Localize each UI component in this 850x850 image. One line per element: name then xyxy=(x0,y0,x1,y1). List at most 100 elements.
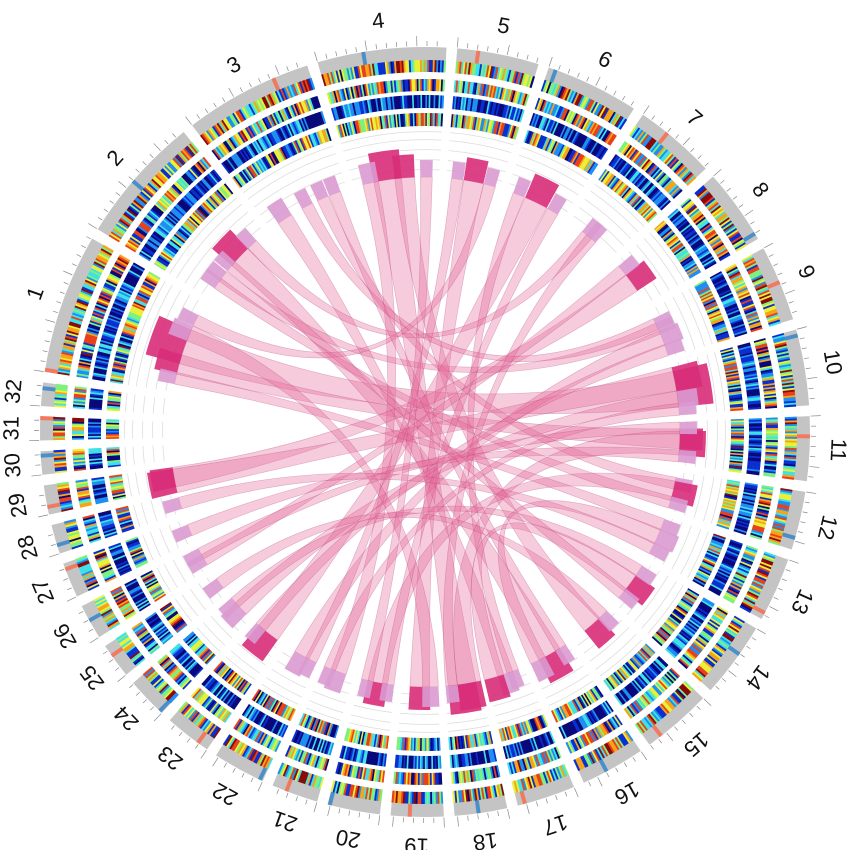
heatmap-cell xyxy=(655,195,667,206)
heatmap-cell xyxy=(88,323,101,329)
heatmap-cell xyxy=(463,81,468,94)
heatmap-cell xyxy=(373,63,378,76)
heatmap-cell xyxy=(734,284,747,291)
heatmap-cell xyxy=(272,130,280,144)
heatmap-cell xyxy=(266,736,274,749)
heatmap-cell xyxy=(112,491,126,496)
heatmap-cell xyxy=(630,702,640,714)
heatmap-cell xyxy=(212,683,223,695)
heatmap-cell xyxy=(165,191,176,202)
heatmap-cell xyxy=(205,198,217,210)
heatmap-cell xyxy=(728,585,741,593)
heatmap-cell xyxy=(281,725,289,738)
heatmap-cell xyxy=(594,685,604,698)
heatmap-cell xyxy=(559,86,566,99)
heatmap-cell xyxy=(107,459,121,463)
heatmap-cell xyxy=(671,187,682,198)
heatmap-cell xyxy=(479,732,484,746)
heatmap-cell xyxy=(714,575,728,583)
heatmap-cell xyxy=(158,199,169,209)
heatmap-cell xyxy=(288,85,295,98)
heatmap-cell xyxy=(733,576,745,584)
heatmap-cell xyxy=(540,136,548,150)
heatmap-cell xyxy=(541,733,548,747)
heatmap-cell xyxy=(577,155,587,168)
heatmap-cell xyxy=(348,67,353,80)
ideogram-band xyxy=(699,620,757,691)
heatmap-cell xyxy=(472,82,476,95)
heatmap-cell xyxy=(499,68,505,81)
heatmap-cell xyxy=(128,205,140,215)
heatmap-cell xyxy=(765,436,778,439)
heatmap-track-4 xyxy=(598,169,658,223)
tick-mark xyxy=(335,51,338,57)
heatmap-cell xyxy=(88,433,102,436)
heatmap-cell xyxy=(167,665,178,675)
heatmap-cell xyxy=(716,641,728,651)
heatmap-cell xyxy=(278,723,286,737)
heatmap-cell xyxy=(110,480,124,485)
heatmap-cell xyxy=(223,160,234,173)
heatmap-cell xyxy=(710,616,723,625)
heatmap-cell xyxy=(370,99,375,113)
heatmap-cell xyxy=(316,131,324,145)
heatmap-cell xyxy=(765,419,778,422)
heatmap-cell xyxy=(661,702,671,713)
heatmap-cell xyxy=(132,654,144,664)
heatmap-cell xyxy=(616,669,627,681)
tick-mark xyxy=(223,762,227,768)
heatmap-cell xyxy=(614,737,623,749)
heatmap-cell xyxy=(707,549,720,556)
heatmap-cell xyxy=(715,332,729,339)
heatmap-cell xyxy=(626,168,637,180)
heatmap-cell xyxy=(716,523,730,530)
heatmap-cell xyxy=(177,178,188,189)
heatmap-cell xyxy=(134,625,146,635)
heatmap-cell xyxy=(704,302,718,310)
heatmap-cell xyxy=(510,761,516,774)
heatmap-cell xyxy=(590,101,599,114)
heatmap-cell xyxy=(627,660,638,672)
heatmap-cell xyxy=(723,498,737,504)
heatmap-cell xyxy=(262,695,271,708)
heatmap-cell xyxy=(760,561,773,568)
heatmap-cell xyxy=(152,205,164,216)
heatmap-cell xyxy=(630,171,641,183)
ideogram-marker xyxy=(656,131,670,146)
heatmap-cell xyxy=(728,394,742,398)
heatmap-cell xyxy=(118,636,130,645)
heatmap-cell xyxy=(351,121,357,135)
heatmap-cell xyxy=(396,736,400,750)
heatmap-cell xyxy=(763,472,776,476)
heatmap-cell xyxy=(130,548,143,556)
heatmap-cell xyxy=(385,735,390,749)
heatmap-cell xyxy=(150,619,163,629)
heatmap-cell xyxy=(584,138,593,151)
heatmap-cell xyxy=(494,121,500,135)
heatmap-cell xyxy=(95,554,108,561)
heatmap-track-3 xyxy=(452,96,525,123)
heatmap-cell xyxy=(216,189,227,201)
heatmap-cell xyxy=(701,257,715,266)
heatmap-cell xyxy=(174,672,185,683)
ideogram-marker xyxy=(361,51,368,68)
heatmap-cell xyxy=(347,747,353,761)
heatmap-cell xyxy=(708,546,721,553)
heatmap-cell xyxy=(654,194,666,205)
heatmap-cell xyxy=(684,263,698,273)
heatmap-cell xyxy=(266,154,275,167)
heatmap-cell xyxy=(346,87,352,100)
heatmap-cell xyxy=(243,128,252,140)
heatmap-cell xyxy=(567,149,575,162)
heatmap-cell xyxy=(89,269,102,277)
heatmap-cell xyxy=(748,428,762,431)
ideogram-band xyxy=(216,742,270,782)
heatmap-cell xyxy=(643,669,655,681)
heatmap-cell xyxy=(557,765,564,778)
heatmap-cell xyxy=(381,115,385,129)
heatmap-cell xyxy=(188,216,199,228)
grid-ring xyxy=(189,588,207,611)
heatmap-cell xyxy=(181,224,193,234)
heatmap-cell xyxy=(728,543,742,551)
grid-ring xyxy=(150,500,158,522)
